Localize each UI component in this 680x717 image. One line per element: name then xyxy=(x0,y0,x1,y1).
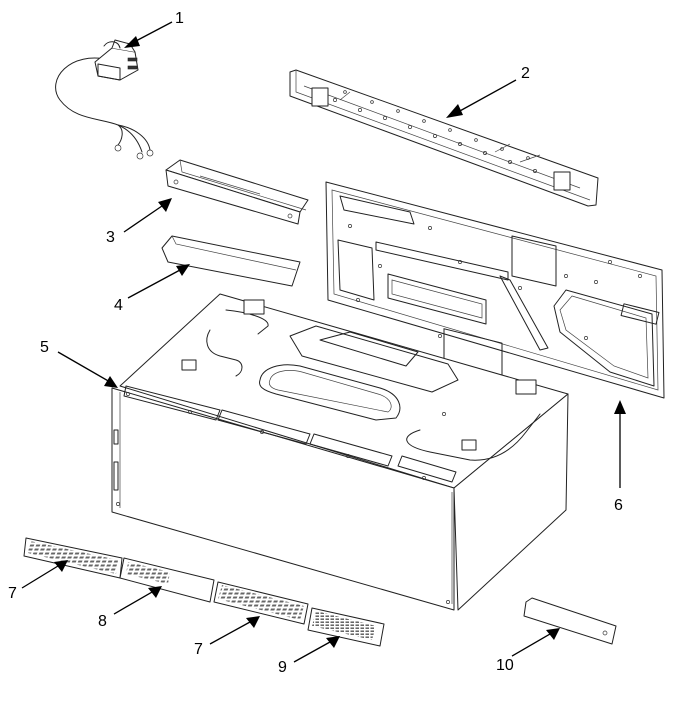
small-vent-part xyxy=(307,607,385,647)
insulator-panel-part xyxy=(161,235,301,287)
control-box-part xyxy=(165,159,309,225)
callout-3: 3 xyxy=(106,229,115,246)
callout-labels: 1 2 3 4 5 6 7 8 7 9 10 xyxy=(8,10,623,676)
callout-5: 5 xyxy=(40,339,49,356)
leader-lines xyxy=(21,21,626,663)
grille-part-left xyxy=(23,537,123,579)
cover-plate-part xyxy=(523,597,617,645)
callout-10: 10 xyxy=(496,657,514,674)
filter-panel-part xyxy=(119,557,215,603)
callout-4: 4 xyxy=(114,297,123,314)
callout-7-left: 7 xyxy=(8,585,17,602)
mounting-bracket-part xyxy=(289,69,599,207)
grille-part-right xyxy=(213,581,309,625)
power-cord-part xyxy=(55,39,154,160)
callout-2: 2 xyxy=(521,65,530,82)
back-panel-part xyxy=(325,181,665,399)
callout-9: 9 xyxy=(278,659,287,676)
callout-7-right: 7 xyxy=(194,641,203,658)
cabinet-part xyxy=(111,293,569,611)
callout-8: 8 xyxy=(98,613,107,630)
callout-6: 6 xyxy=(614,497,623,514)
callout-1: 1 xyxy=(175,10,184,27)
